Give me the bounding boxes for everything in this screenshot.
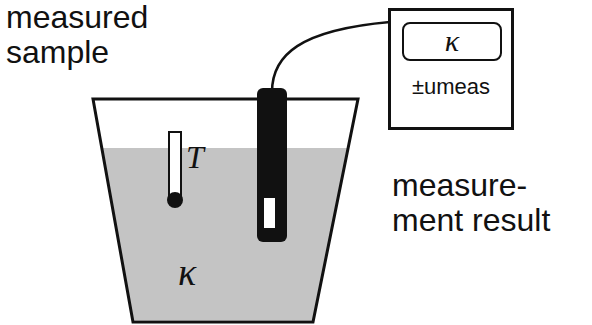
- beaker-inside: [93, 99, 358, 322]
- probe-cable: [272, 22, 390, 92]
- sample-label: measured sample: [6, 0, 216, 70]
- thermometer-tube: [169, 132, 181, 196]
- meter-box: ±umeas κ: [388, 8, 514, 130]
- reading-symbol: κ: [404, 24, 500, 57]
- conductivity-probe: [257, 88, 287, 242]
- result-label: measure- ment result: [392, 168, 584, 238]
- probe-electrode-window: [264, 198, 275, 228]
- thermometer-bulb: [167, 192, 183, 208]
- temperature-symbol: T: [186, 140, 226, 175]
- sample-liquid: [102, 148, 348, 320]
- meter-display: κ: [402, 22, 502, 61]
- beaker-outline: [93, 99, 358, 322]
- uncertainty-text: ±umeas: [391, 75, 511, 99]
- conductivity-symbol: κ: [178, 252, 228, 294]
